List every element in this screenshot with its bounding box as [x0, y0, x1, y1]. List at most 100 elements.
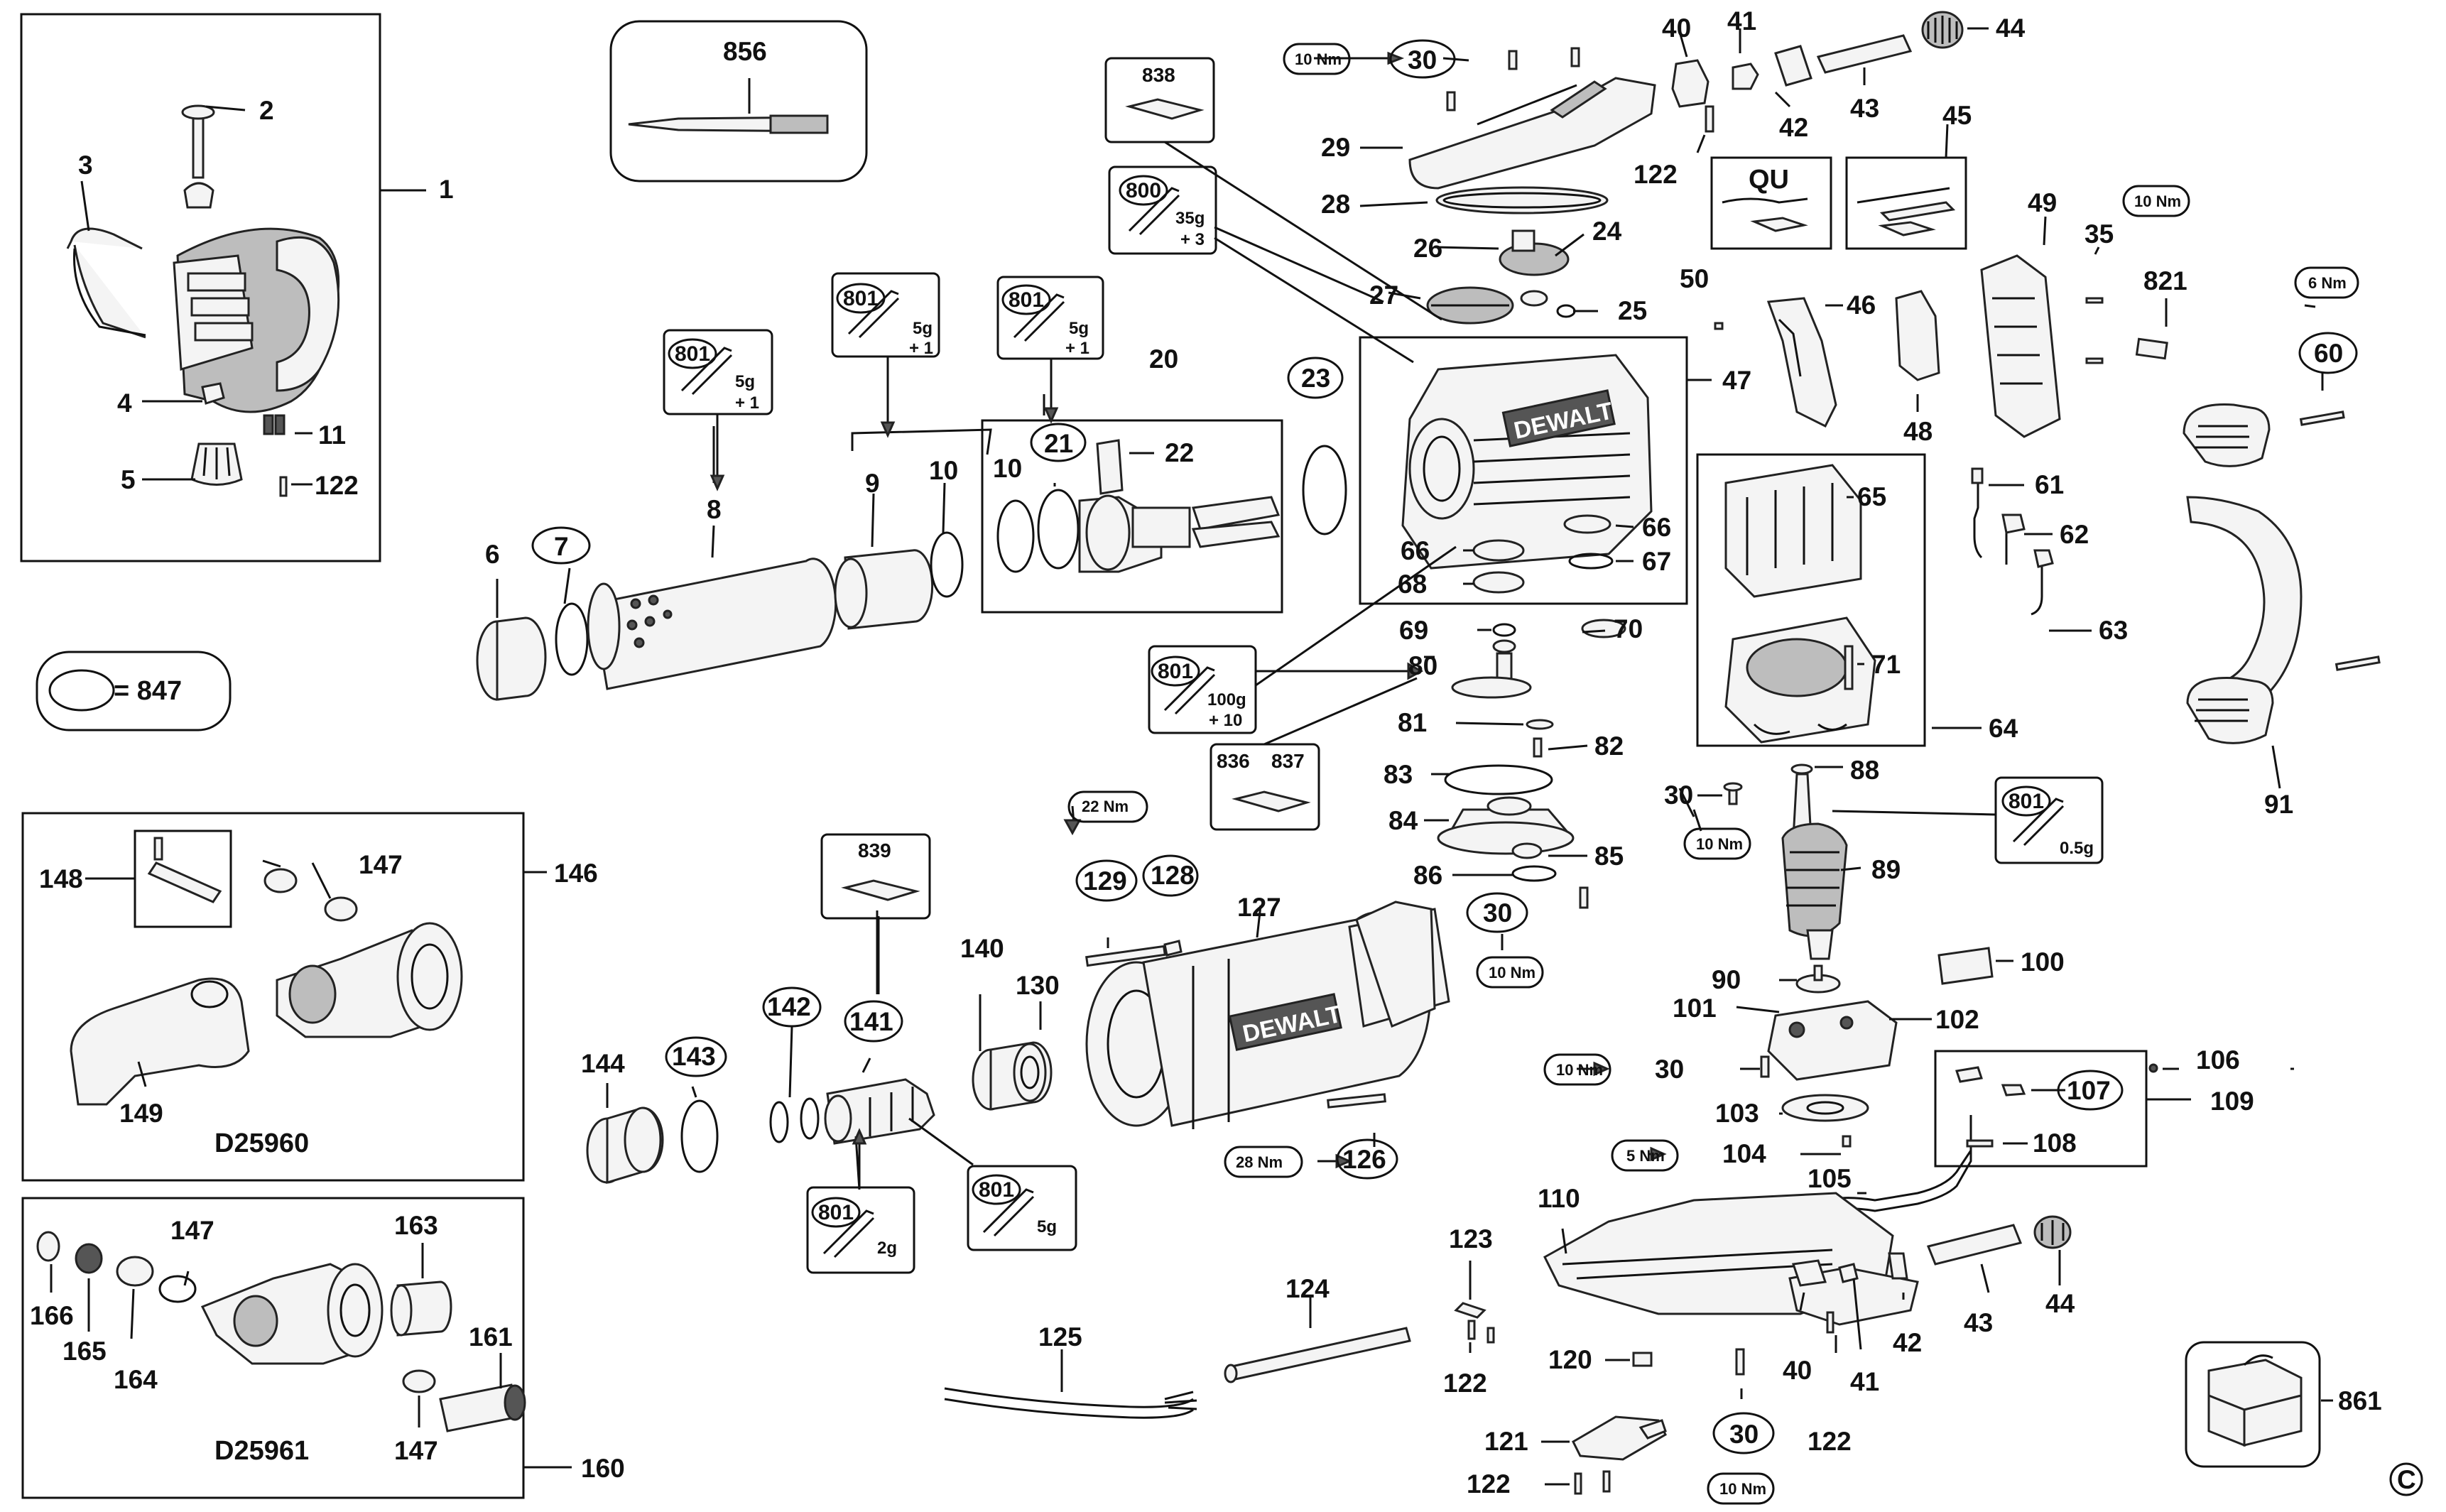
- assembly-box-20: [981, 419, 1283, 614]
- torque-4: 10 Nm: [1696, 835, 1743, 853]
- label-82: 82: [1594, 731, 1624, 761]
- torque-22nm: 22 Nm: [1082, 798, 1129, 815]
- label-89: 89: [1871, 855, 1901, 884]
- label-838: 838: [1142, 64, 1175, 86]
- grease-qty-7a: 2g: [877, 1239, 897, 1258]
- label-147a: 147: [359, 850, 403, 879]
- label-861: 861: [2338, 1386, 2382, 1415]
- gear-housing-drawing: DEWALT: [1401, 354, 1712, 594]
- switch-parts-drawing: [1955, 1063, 2191, 1148]
- label-105: 105: [1808, 1164, 1852, 1193]
- label-30b: 30: [1483, 898, 1512, 928]
- label-163: 163: [394, 1211, 438, 1240]
- oring-legend-box: [36, 651, 232, 731]
- label-29: 29: [1321, 133, 1350, 162]
- label-49: 49: [2028, 188, 2057, 217]
- label-102: 102: [1935, 1005, 1979, 1034]
- grease-qty-2a: 5g: [913, 319, 933, 338]
- label-81: 81: [1398, 708, 1427, 737]
- label-148: 148: [39, 864, 83, 893]
- assembly-box-64: [1696, 453, 1926, 747]
- label-6: 6: [485, 540, 500, 569]
- circled-number-ovals: [531, 39, 2358, 1454]
- label-122b: 122: [1634, 160, 1678, 189]
- torque-2: 10 Nm: [2134, 192, 2181, 210]
- barrel-parts-drawing: [476, 394, 1045, 701]
- case-box-861: [2185, 1341, 2321, 1468]
- label-68: 68: [1398, 570, 1427, 599]
- legend-text: = 847: [114, 676, 182, 706]
- grease-qty-3a: 5g: [1069, 319, 1089, 338]
- model-d25961: D25961: [214, 1436, 309, 1466]
- label-40b: 40: [1783, 1356, 1812, 1385]
- label-104: 104: [1722, 1139, 1766, 1168]
- label-129: 129: [1083, 866, 1127, 896]
- label-23: 23: [1301, 364, 1330, 393]
- label-60: 60: [2314, 339, 2343, 368]
- label-103: 103: [1715, 1099, 1759, 1128]
- label-25: 25: [1618, 296, 1647, 325]
- cable-drawing: [944, 1296, 1411, 1419]
- label-147c: 147: [394, 1436, 438, 1465]
- label-166: 166: [30, 1301, 74, 1330]
- grease-qty-6a: 0.5g: [2060, 839, 2094, 858]
- label-69: 69: [1399, 616, 1428, 645]
- label-11: 11: [318, 420, 346, 450]
- label-20: 20: [1149, 344, 1178, 374]
- grease-qty-4b: + 3: [1180, 230, 1205, 249]
- label-110: 110: [1538, 1184, 1580, 1213]
- label-10b: 10: [993, 454, 1022, 483]
- label-127: 127: [1237, 893, 1281, 922]
- part-labels: 1 2 3 4 5 11 122 856 = 847 6 7 8 9 10 10…: [30, 6, 2382, 1499]
- qu-label: QU: [1749, 165, 1789, 195]
- label-144: 144: [581, 1049, 625, 1078]
- clutch-parts-drawing: [996, 439, 1281, 573]
- brush-plate-drawing: [1736, 947, 2013, 1155]
- label-30e: 30: [1729, 1420, 1759, 1449]
- label-22: 22: [1165, 438, 1194, 467]
- assembly-box-146: [21, 812, 525, 1182]
- rear-handle-drawing: [2183, 304, 2381, 789]
- label-164: 164: [114, 1365, 158, 1394]
- label-3: 3: [78, 151, 93, 180]
- label-7: 7: [554, 532, 569, 561]
- label-9: 9: [865, 469, 880, 498]
- label-123: 123: [1449, 1224, 1493, 1253]
- assembly-box-47: [1359, 336, 1688, 605]
- chisel-box: [609, 20, 868, 183]
- label-836: 836: [1217, 750, 1250, 772]
- label-46: 46: [1847, 290, 1876, 320]
- barrel-housing-drawing: DEWALT: [972, 901, 1450, 1147]
- grease-code-6: 801: [2009, 790, 2044, 813]
- grease-code-4: 800: [1126, 179, 1161, 202]
- label-41a: 41: [1727, 6, 1756, 36]
- grease-code-8: 801: [979, 1178, 1014, 1202]
- label-108: 108: [2033, 1128, 2077, 1158]
- assembly-box-109: [1934, 1050, 2148, 1168]
- label-125: 125: [1038, 1322, 1082, 1351]
- label-47: 47: [1722, 366, 1751, 395]
- grease-qty-1b: + 1: [735, 393, 759, 413]
- chisel-drawing: [628, 78, 829, 134]
- carry-case-drawing: [2207, 1354, 2333, 1447]
- label-149: 149: [119, 1099, 163, 1128]
- label-5: 5: [121, 465, 136, 494]
- label-48: 48: [1903, 417, 1933, 446]
- label-124: 124: [1285, 1274, 1330, 1303]
- wire-parts-drawing: [1971, 467, 2092, 632]
- label-122d: 122: [1808, 1427, 1852, 1456]
- label-130: 130: [1016, 971, 1060, 1000]
- oring-legend-symbol: [48, 669, 115, 712]
- label-109: 109: [2210, 1087, 2254, 1116]
- label-43b: 43: [1964, 1308, 1993, 1337]
- label-70: 70: [1614, 614, 1643, 643]
- front-bearing-drawing: [586, 910, 974, 1190]
- label-2: 2: [259, 96, 274, 125]
- label-4: 4: [117, 388, 132, 418]
- label-28: 28: [1321, 190, 1350, 219]
- label-30a: 30: [1408, 45, 1437, 75]
- label-821: 821: [2143, 266, 2187, 295]
- grease-code-1: 801: [675, 342, 710, 366]
